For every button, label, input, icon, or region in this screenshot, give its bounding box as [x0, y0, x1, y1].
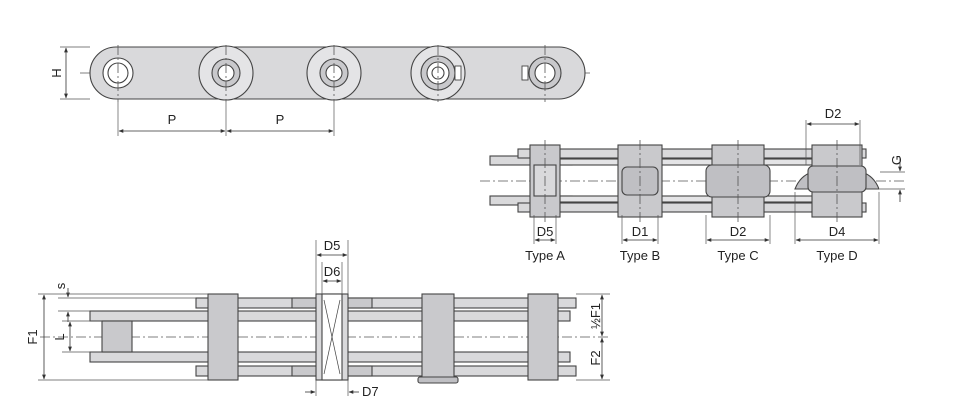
side-pin-5: [527, 293, 559, 381]
side-inner-plate-top: [195, 297, 577, 309]
d5-side-label: D5: [537, 224, 554, 239]
clip-mark-left: [454, 65, 462, 81]
d2-label: D2: [730, 224, 747, 239]
type-a-label: Type A: [525, 248, 565, 263]
outer-plate-top: [517, 148, 867, 159]
p-label-2: P: [276, 112, 285, 127]
l-label: L: [52, 333, 67, 340]
side-inner-plate-bottom: [195, 365, 577, 377]
type-c-label: Type C: [717, 248, 758, 263]
outer-plate-bottom: [517, 202, 867, 213]
h-label: H: [49, 68, 64, 77]
top-plan-view: H P P: [49, 45, 590, 136]
inner-plate-top: [559, 158, 851, 166]
section-hatch-2: [323, 299, 341, 375]
clip-mark-right: [521, 65, 529, 81]
s-label: s: [53, 282, 68, 289]
type-b-label: Type B: [620, 248, 660, 263]
type-d-label: Type D: [816, 248, 857, 263]
inner-plate-bottom: [559, 195, 851, 203]
d1-label: D1: [632, 224, 649, 239]
bottom-side-view: D5 D6 D7 s F1 L ½F1 F2: [25, 238, 610, 399]
d5-bottom-label: D5: [324, 238, 341, 253]
f1-label: F1: [25, 329, 40, 344]
p-label-1: P: [168, 112, 177, 127]
d6-label: D6: [324, 264, 341, 279]
d7-label: D7: [362, 384, 379, 399]
f2-label: F2: [588, 350, 603, 365]
d4-label: D4: [829, 224, 846, 239]
roller-types-view: D2 G D5 D1 D2 D4 Type A Type B Type C Ty…: [480, 106, 905, 263]
side-bushing-1: [101, 320, 133, 353]
half-f1-label: ½F1: [588, 303, 603, 329]
side-pin-2: [207, 293, 239, 381]
d2-top-label: D2: [825, 106, 842, 121]
side-pin-4: [421, 293, 455, 381]
side-pin-4-head: [417, 376, 459, 384]
g-label: G: [889, 155, 904, 165]
